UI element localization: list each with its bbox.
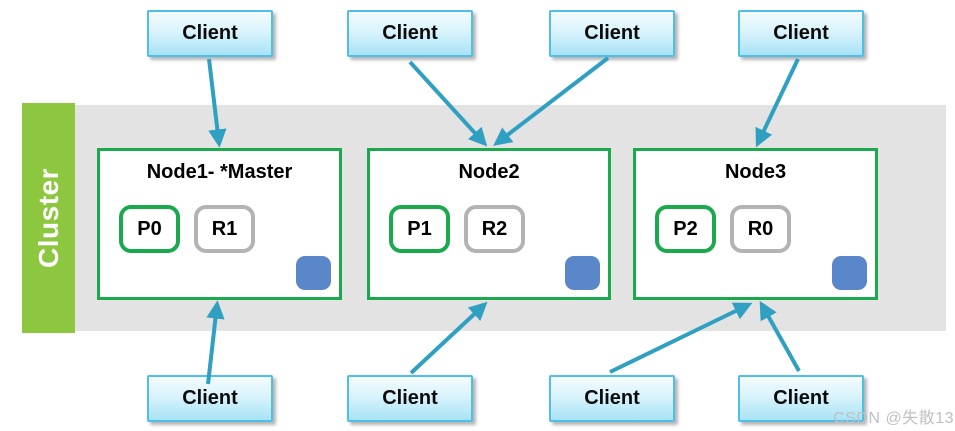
node-2-status-square-icon [565, 256, 600, 290]
top-client-2: Client [347, 10, 473, 57]
node-1-shards: P0 R1 [119, 205, 255, 253]
node-3-replica-shard: R0 [730, 205, 791, 253]
node-1: Node1- *Master P0 R1 [97, 148, 342, 300]
cluster-label: Cluster [32, 168, 64, 268]
node-3-status-square-icon [832, 256, 867, 290]
node-2-shards: P1 R2 [389, 205, 525, 253]
bottom-client-1: Client [147, 375, 273, 422]
node-1-replica-shard: R1 [194, 205, 255, 253]
node-2-primary-shard: P1 [389, 205, 450, 253]
node-3-shards: P2 R0 [655, 205, 791, 253]
node-2-replica-shard: R2 [464, 205, 525, 253]
bottom-client-2: Client [347, 375, 473, 422]
node-2-title: Node2 [458, 161, 520, 183]
cluster-label-bar: Cluster [22, 103, 75, 333]
node-3-title: Node3 [724, 161, 787, 183]
node-3: Node3 P2 R0 [633, 148, 878, 300]
node-3-primary-shard: P2 [655, 205, 716, 253]
node-1-primary-shard: P0 [119, 205, 180, 253]
node-2: Node2 P1 R2 [367, 148, 611, 300]
bottom-client-3: Client [549, 375, 675, 422]
top-client-4: Client [738, 10, 864, 57]
node-1-title: Node1- *Master [146, 161, 293, 183]
node-1-status-square-icon [296, 256, 331, 290]
bottom-client-4: Client [738, 375, 864, 422]
top-client-1: Client [147, 10, 273, 57]
top-client-3: Client [549, 10, 675, 57]
watermark: CSDN @失散13 [833, 410, 954, 427]
